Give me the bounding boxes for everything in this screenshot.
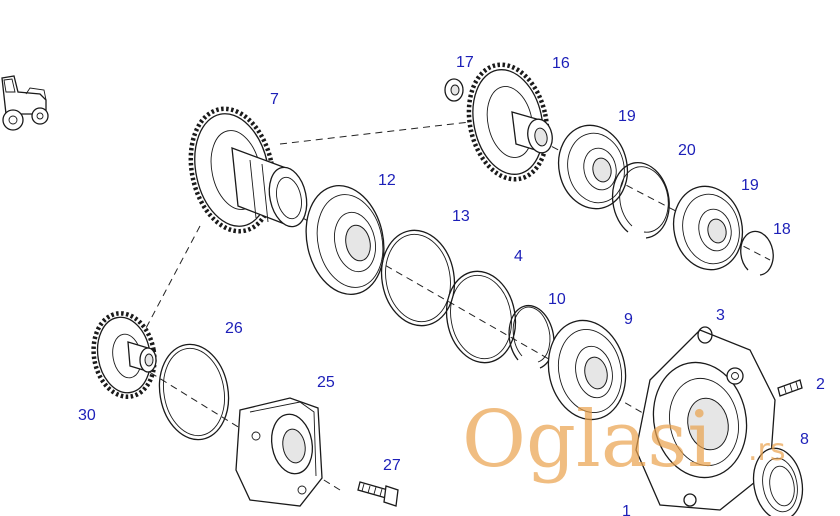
part-4-ring — [445, 270, 517, 364]
part-18-circlip — [740, 230, 774, 276]
callout-13: 13 — [452, 208, 470, 225]
callout-3: 3 — [716, 307, 725, 324]
callout-19-upper: 19 — [618, 108, 636, 125]
part-9-bearing — [547, 319, 627, 421]
watermark-text: Oglasi — [462, 395, 712, 485]
part-13-snap-ring — [380, 229, 456, 327]
part-16-gear-hub — [466, 62, 553, 182]
callout-16: 16 — [552, 55, 570, 72]
part-8-seal — [752, 447, 804, 516]
callout-27: 27 — [383, 457, 401, 474]
callout-17: 17 — [456, 54, 474, 71]
watermark: Oglasi .rs — [462, 395, 786, 485]
callout-19-lower: 19 — [741, 177, 759, 194]
callout-4: 4 — [514, 248, 523, 265]
callout-10: 10 — [548, 291, 566, 308]
callout-25: 25 — [317, 374, 335, 391]
part-7-gear-shaft — [188, 106, 308, 234]
callout-7: 7 — [270, 91, 279, 108]
part-27-bolt — [357, 481, 399, 507]
part-2-set-screw — [777, 379, 803, 397]
part-1-housing — [635, 329, 776, 511]
callout-9: 9 — [624, 311, 633, 328]
callout-30: 30 — [78, 407, 96, 424]
part-26-o-ring — [158, 343, 230, 441]
part-17-washer — [444, 78, 464, 102]
callout-labels: 7 17 16 19 20 12 19 13 18 4 10 3 9 26 25… — [78, 54, 825, 516]
part-30-small-gear — [91, 311, 157, 399]
callout-12: 12 — [378, 172, 396, 189]
callout-20: 20 — [678, 142, 696, 159]
part-3-small-o-ring — [697, 326, 713, 344]
watermark-suffix: .rs — [748, 433, 786, 468]
tractor-icon — [1, 75, 49, 131]
part-19-bearing-lower — [672, 185, 744, 271]
callout-1: 1 — [622, 503, 631, 516]
callout-26: 26 — [225, 320, 243, 337]
part-19-bearing-upper — [557, 124, 629, 210]
callout-8: 8 — [800, 431, 809, 448]
callout-18: 18 — [773, 221, 791, 238]
callout-2: 2 — [816, 376, 825, 393]
part-25-flange — [235, 397, 323, 507]
part-20-circlip — [611, 161, 670, 239]
part-12-bearing — [305, 184, 385, 296]
